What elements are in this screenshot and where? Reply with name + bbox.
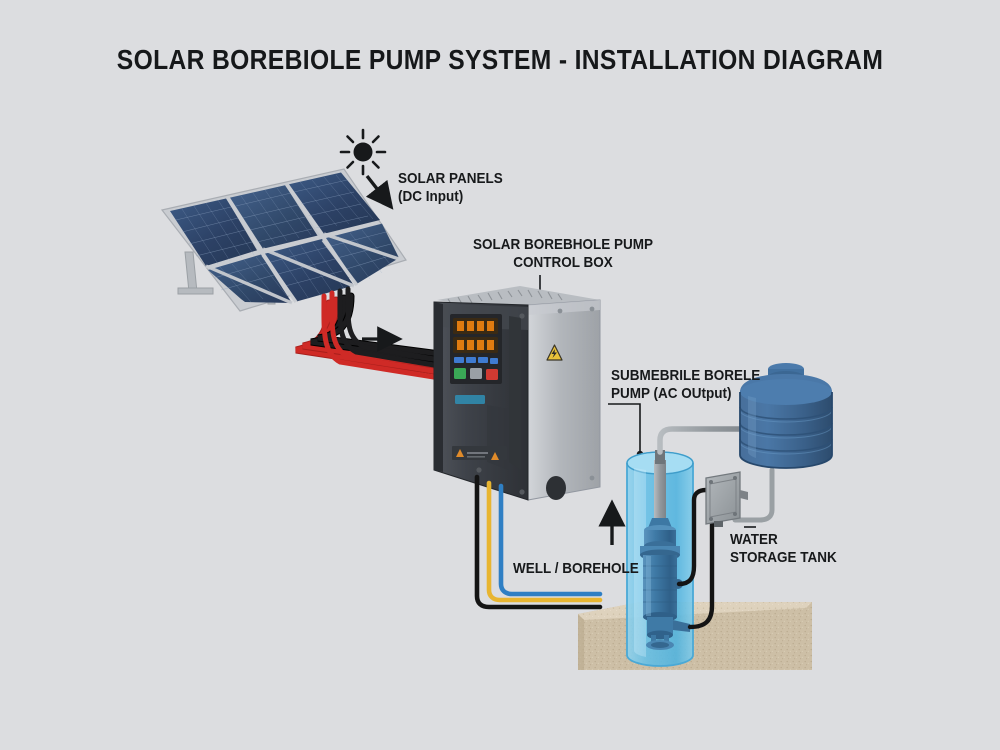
label-solar-panels-line2: (DC Input) bbox=[398, 187, 464, 205]
sun-icon bbox=[339, 128, 387, 176]
label-solar-panels: SOLAR PANELS (DC Input) bbox=[398, 170, 503, 205]
solar-panel-array bbox=[160, 168, 407, 312]
label-submersible-pump: SUBMEBRILE BORELE PUMP (AC OUtput) bbox=[611, 367, 760, 402]
water-storage-tank bbox=[739, 363, 833, 469]
leader-pump bbox=[608, 403, 644, 458]
ac-output-cables bbox=[474, 474, 603, 610]
controller-screws bbox=[476, 313, 525, 495]
pump-controller bbox=[433, 286, 601, 501]
junction-box[interactable] bbox=[705, 471, 748, 527]
label-control-box-line2: CONTROL BOX bbox=[513, 253, 613, 271]
tank-outlet-pipe bbox=[732, 467, 775, 523]
dc-cable-run bbox=[321, 286, 443, 381]
junction-box-screws bbox=[709, 476, 737, 521]
label-solar-panels-line1: SOLAR PANELS bbox=[398, 170, 503, 187]
label-well-borehole: WELL / BOREHOLE bbox=[513, 560, 639, 578]
controller-display bbox=[453, 318, 498, 353]
tank-ribs bbox=[739, 406, 833, 452]
label-submersible-pump-line2: PUMP (AC OUtput) bbox=[611, 384, 732, 402]
label-control-box-line1: SOLAR BOREBHOLE PUMP bbox=[473, 236, 654, 253]
label-water-tank-line2: STORAGE TANK bbox=[730, 548, 837, 566]
pump-power-cable bbox=[676, 487, 715, 630]
electrical-hazard-icon bbox=[546, 344, 563, 361]
label-well-borehole-line1: WELL / BOREHOLE bbox=[513, 560, 639, 577]
label-water-tank: WATER STORAGE TANK bbox=[730, 531, 837, 566]
page-title: SOLAR BOREBIOLE PUMP SYSTEM - INSTALLATI… bbox=[116, 44, 884, 75]
label-control-box: SOLAR BOREBHOLE PUMP CONTROL BOX bbox=[473, 236, 653, 271]
controller-function-buttons[interactable] bbox=[454, 357, 498, 364]
label-water-tank-line1: WATER bbox=[730, 531, 778, 548]
arrow-sun-to-panels bbox=[365, 174, 394, 210]
label-submersible-pump-line1: SUBMEBRILE BORELE bbox=[611, 367, 761, 384]
ground-soil bbox=[578, 602, 812, 670]
delivery-pipe bbox=[657, 426, 763, 455]
controller-warning-plate bbox=[452, 446, 507, 460]
controller-main-buttons[interactable] bbox=[454, 368, 498, 380]
submersible-pump bbox=[640, 450, 690, 650]
